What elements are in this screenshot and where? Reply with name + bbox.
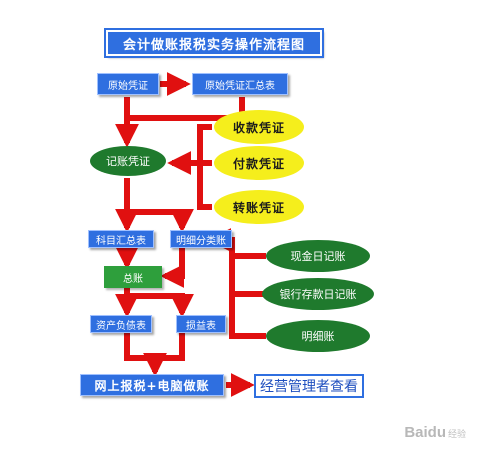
node-payment-voucher: 付款凭证 (214, 146, 304, 180)
watermark-sub: 经验 (447, 429, 466, 439)
node-income-statement: 损益表 (176, 315, 226, 333)
node-accounting-voucher: 记账凭证 (90, 146, 166, 176)
node-original-voucher: 原始凭证 (97, 73, 159, 95)
diagram-title: 会计做账报税实务操作流程图 (104, 28, 324, 58)
node-subsidiary-ledger: 明细账 (266, 320, 370, 352)
node-detail-ledger: 明细分类账 (170, 230, 232, 248)
arrow-detail-to-general (160, 248, 185, 288)
arrow-split (127, 208, 194, 233)
node-cash-journal: 现金日记账 (266, 240, 370, 272)
node-receipt-voucher: 收款凭证 (214, 110, 304, 144)
node-online-filing: 网上报税+电脑做账 (80, 374, 224, 396)
node-voucher-summary: 原始凭证汇总表 (192, 73, 288, 95)
node-transfer-voucher: 转账凭证 (214, 190, 304, 224)
bracket-vouchers (197, 124, 212, 210)
node-balance-sheet: 资产负债表 (90, 315, 152, 333)
node-bank-journal: 银行存款日记账 (262, 278, 374, 310)
node-subject-summary: 科目汇总表 (88, 230, 154, 248)
arrow-general-split (127, 293, 194, 318)
watermark-brand: Baidu (404, 424, 446, 441)
node-management-review: 经营管理者查看 (254, 374, 364, 398)
node-general-ledger: 总账 (104, 266, 162, 288)
arrow-statements-merge (124, 333, 185, 361)
